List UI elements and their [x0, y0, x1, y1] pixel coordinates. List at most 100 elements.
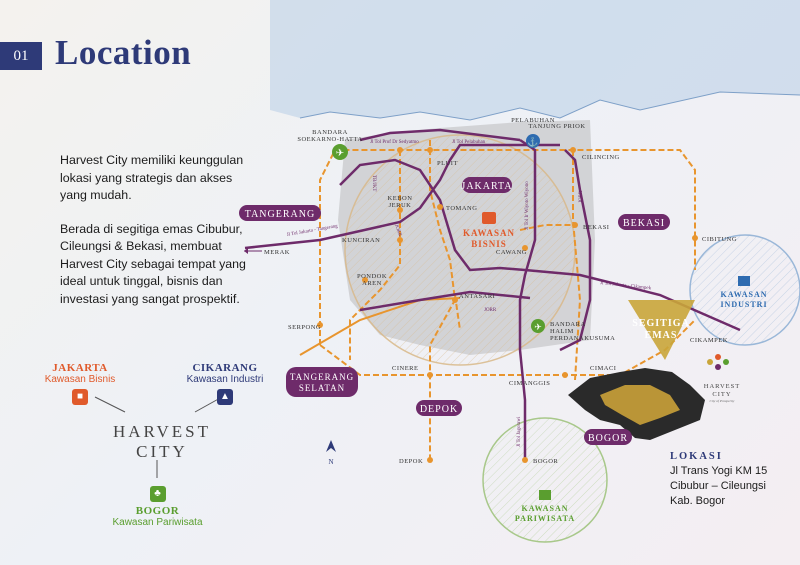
svg-text:CILINCING: CILINCING — [582, 154, 620, 161]
park-icon: ♣ — [149, 486, 166, 502]
svg-text:Jl Tol Prof Dr Sedyatmo: Jl Tol Prof Dr Sedyatmo — [370, 140, 419, 145]
factory-icon: ▲ — [217, 389, 233, 405]
segitiga-label-1: SEGITIGA — [632, 318, 689, 329]
lokasi-heading: LOKASI — [670, 451, 723, 462]
region-tangerang-selatan: TANGERANG SELATAN — [286, 367, 358, 397]
svg-text:TB/JKT: TB/JKT — [371, 175, 376, 191]
serpong-road — [299, 297, 461, 356]
legend-cikarang-title: CIKARANG — [192, 362, 258, 374]
svg-text:CIMANGGIS: CIMANGGIS — [509, 380, 550, 387]
north-arrow: N — [326, 440, 336, 466]
legend-jakarta-sub: Kawasan Bisnis — [44, 374, 116, 385]
segitiga-emas-triangle — [628, 300, 695, 360]
svg-text:ANTASARI: ANTASARI — [459, 293, 495, 300]
svg-text:DEPOK: DEPOK — [420, 404, 458, 415]
intro-paragraph-2: Berada di segitiga emas Cibubur, Cileung… — [60, 221, 246, 306]
kawasan-industri-circle — [689, 234, 800, 346]
segitiga-label-2: EMAS — [645, 330, 678, 341]
intro-paragraph-1: Harvest City memiliki keunggulan lokasi … — [60, 153, 244, 202]
svg-text:SELATAN: SELATAN — [299, 383, 345, 393]
airport-icon — [531, 319, 545, 333]
svg-text:JORR: JORR — [579, 190, 584, 203]
page-title: Location — [55, 33, 192, 72]
svg-text:PELABUHAN: PELABUHAN — [511, 117, 555, 124]
svg-text:JORR: JORR — [393, 224, 402, 238]
lokasi-line-1: Jl Trans Yogi KM 15 — [670, 465, 768, 477]
svg-text:CIKAMPEK: CIKAMPEK — [690, 337, 728, 344]
svg-text:TOMANG: TOMANG — [446, 205, 477, 212]
airport-icon — [332, 144, 348, 160]
briefcase-icon: ■ — [72, 389, 88, 405]
svg-text:TANGERANG: TANGERANG — [245, 209, 315, 220]
svg-text:HARVEST: HARVEST — [704, 383, 740, 390]
svg-text:CIBITUNG: CIBITUNG — [702, 236, 737, 243]
legend-bogor: ♣ BOGOR Kawasan Pariwisata — [105, 482, 210, 528]
kawasan-industri-label: KAWASAN INDUSTRI — [720, 276, 767, 309]
svg-text:BOGOR: BOGOR — [533, 458, 558, 465]
svg-text:City of Prosperity: City of Prosperity — [710, 399, 735, 403]
kawasan-bisnis-label: KAWASAN BISNIS — [463, 212, 515, 249]
lokasi-line-3: Kab. Bogor — [670, 495, 726, 507]
logo-line-2: CITY — [136, 442, 188, 461]
svg-text:N: N — [328, 458, 333, 466]
legend-jakarta-title: JAKARTA — [52, 362, 108, 374]
legend-cikarang: CIKARANG Kawasan Industri ▲ — [180, 362, 270, 405]
svg-text:PERDANAKUSUMA: PERDANAKUSUMA — [550, 335, 615, 342]
svg-text:✈: ✈ — [336, 148, 344, 159]
svg-text:CITY: CITY — [712, 391, 731, 398]
svg-text:Jl Tol Jakarta - Cikampek: Jl Tol Jakarta - Cikampek — [600, 281, 652, 291]
region-jakarta: JAKARTA — [461, 177, 512, 193]
harvest-city-logo: HARVEST CITY — [112, 422, 212, 462]
svg-text:BISNIS: BISNIS — [471, 239, 507, 249]
svg-text:JERUK: JERUK — [389, 202, 412, 209]
legend-bogor-title: BOGOR — [135, 505, 180, 517]
svg-text:Jl Tol Jakarta - Tangerang: Jl Tol Jakarta - Tangerang — [286, 224, 338, 238]
intro-text: Harvest City memiliki keunggulan lokasi … — [60, 152, 260, 324]
svg-text:KUNCIRAN: KUNCIRAN — [342, 237, 380, 244]
region-depok: DEPOK — [416, 400, 462, 416]
svg-text:INDUSTRI: INDUSTRI — [720, 300, 767, 309]
legend-cikarang-sub: Kawasan Industri — [186, 374, 264, 385]
svg-text:SERPONG: SERPONG — [288, 324, 321, 331]
svg-text:PLUIT: PLUIT — [437, 160, 458, 167]
svg-text:TANJUNG PRIOK: TANJUNG PRIOK — [528, 123, 585, 130]
svg-text:⚓: ⚓ — [527, 136, 538, 147]
svg-text:MERAK: MERAK — [264, 249, 290, 256]
svg-text:TANGERANG: TANGERANG — [290, 372, 354, 382]
sea-area — [270, 0, 800, 120]
port-icon — [526, 134, 540, 148]
svg-text:AREN: AREN — [362, 280, 382, 287]
kawasan-pariwisata-label: KAWASAN PARIWISATA — [515, 490, 575, 523]
kawasan-pariwisata-circle — [482, 417, 608, 543]
page-number: 01 — [0, 42, 42, 70]
region-bogor: BOGOR — [584, 429, 632, 445]
svg-text:KAWASAN: KAWASAN — [720, 290, 767, 299]
harvest-city-map-logo: HARVEST CITY City of Prosperity — [704, 354, 740, 403]
legend-jakarta: JAKARTA Kawasan Bisnis ■ — [40, 362, 120, 405]
svg-text:BANDARA: BANDARA — [550, 321, 586, 328]
legend-bogor-sub: Kawasan Pariwisata — [112, 517, 203, 528]
sea-coastline — [299, 91, 800, 121]
svg-text:JAKARTA: JAKARTA — [461, 181, 512, 192]
lokasi-block: LOKASI Jl Trans Yogi KM 15 Cibubur – Cil… — [670, 449, 767, 509]
svg-text:BEKASI: BEKASI — [583, 224, 609, 231]
svg-text:PONDOK: PONDOK — [357, 273, 387, 280]
svg-text:SOEKARNO-HATTA: SOEKARNO-HATTA — [297, 136, 362, 143]
svg-text:KAWASAN: KAWASAN — [521, 504, 568, 513]
region-tangerang: TANGERANG — [239, 205, 321, 221]
svg-text:CINERE: CINERE — [392, 365, 418, 372]
svg-text:BANDARA: BANDARA — [312, 129, 348, 136]
svg-text:DEPOK: DEPOK — [399, 458, 423, 465]
svg-text:PARIWISATA: PARIWISATA — [515, 514, 575, 523]
svg-text:CAWANG: CAWANG — [496, 249, 527, 256]
svg-text:JORR: JORR — [484, 308, 497, 313]
svg-text:KAWASAN: KAWASAN — [463, 228, 515, 238]
svg-text:✈: ✈ — [534, 322, 542, 332]
lokasi-line-2: Cibubur – Cileungsi — [670, 480, 766, 492]
svg-text:Jl Tol Pelabuhan: Jl Tol Pelabuhan — [452, 140, 486, 145]
svg-text:Jl Tol Ir Wiyoto Wiyono: Jl Tol Ir Wiyoto Wiyono — [525, 181, 530, 230]
region-bekasi: BEKASI — [618, 214, 670, 230]
svg-text:Jl Tol Jagorawi: Jl Tol Jagorawi — [517, 416, 522, 447]
svg-text:BEKASI: BEKASI — [623, 218, 665, 229]
place-labels: BANDARA SOEKARNO-HATTA PELABUHAN TANJUNG… — [264, 117, 737, 465]
